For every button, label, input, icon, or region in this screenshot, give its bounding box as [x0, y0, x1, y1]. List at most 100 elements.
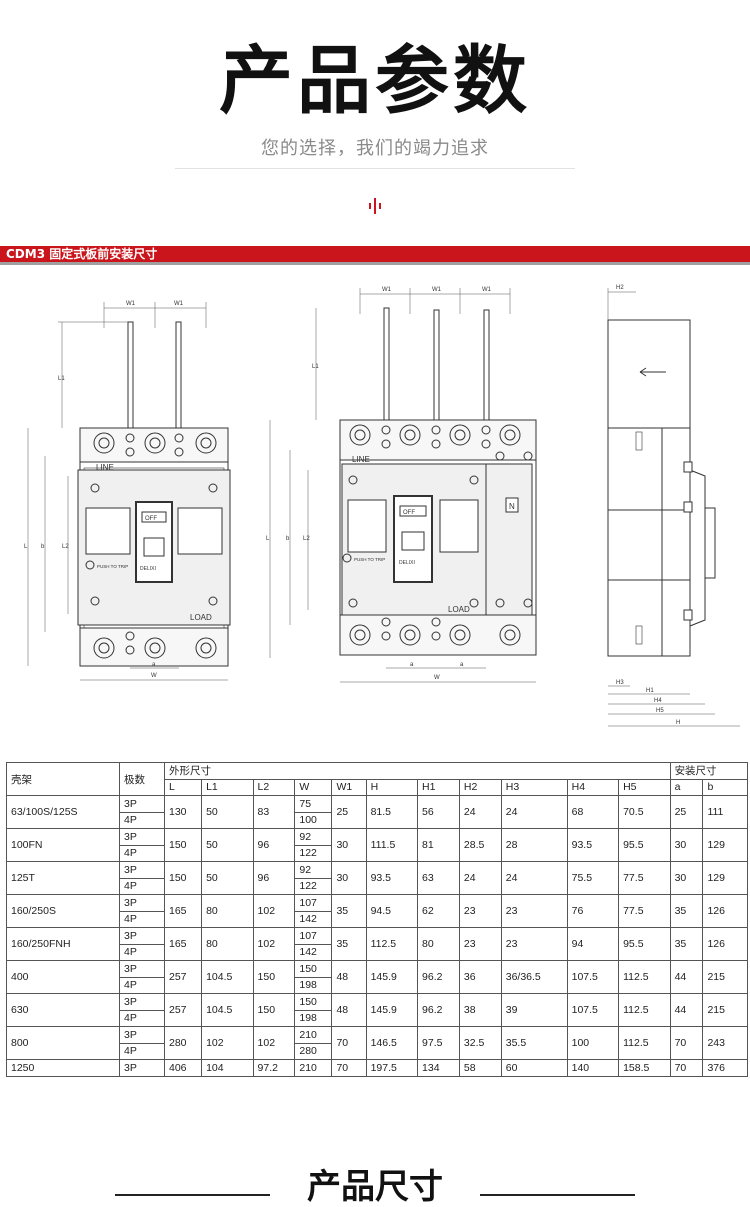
- header-poles: 极数: [119, 762, 165, 796]
- cell-poles: 3P: [119, 1059, 165, 1077]
- cell-h4: 76: [566, 894, 620, 928]
- cell-h5: 77.5: [618, 894, 671, 928]
- cell-h4: 68: [566, 795, 620, 829]
- cell-l2: 96: [252, 861, 296, 895]
- dim-h1-label: H1: [646, 688, 654, 694]
- cell-h4: 75.5: [566, 861, 620, 895]
- cell-frame: 800: [6, 1026, 120, 1060]
- cell-h1: 97.5: [417, 1026, 460, 1060]
- cell-b: 215: [702, 993, 748, 1027]
- dim-w1-label: W1: [126, 301, 136, 307]
- cell-l2: 102: [252, 1026, 296, 1060]
- section-header: CDM3 固定式板前安装尺寸: [0, 246, 750, 262]
- cell-h4: 100: [566, 1026, 620, 1060]
- cell-l: 150: [163, 828, 203, 862]
- dim-l-label: L: [266, 536, 270, 542]
- column-header: b: [702, 778, 748, 796]
- cell-h3: 24: [500, 861, 568, 895]
- brand-label: DELIXI: [399, 560, 415, 566]
- cell-poles: 4P: [119, 844, 165, 862]
- cell-l1: 50: [201, 828, 254, 862]
- cell-w1: 35: [331, 927, 367, 961]
- cell-poles: 4P: [119, 943, 165, 961]
- cell-b: 111: [702, 795, 748, 829]
- dim-a-label: a: [152, 662, 156, 668]
- cell-h1: 96.2: [417, 960, 460, 994]
- cell-h3: 36/36.5: [500, 960, 568, 994]
- cell-h1: 62: [417, 894, 460, 928]
- cell-h: 197.5: [365, 1059, 419, 1077]
- cell-l1: 80: [201, 894, 254, 928]
- cell-l2: 96: [252, 828, 296, 862]
- cell-l: 280: [163, 1026, 203, 1060]
- cell-a: 25: [669, 795, 704, 829]
- cell-a: 70: [669, 1026, 704, 1060]
- cell-h1: 80: [417, 927, 460, 961]
- cell-w: 107: [294, 894, 333, 912]
- cell-h5: 95.5: [618, 927, 671, 961]
- dim-w1-label: W1: [482, 287, 492, 293]
- cell-w: 150: [294, 960, 333, 978]
- cell-h: 81.5: [365, 795, 419, 829]
- cell-h3: 23: [500, 894, 568, 928]
- cell-w1: 48: [331, 960, 367, 994]
- cell-poles: 3P: [119, 894, 165, 912]
- cell-h5: 112.5: [618, 993, 671, 1027]
- dim-w-label: W: [434, 675, 440, 681]
- cell-w: 107: [294, 927, 333, 945]
- cell-h: 112.5: [365, 927, 419, 961]
- next-section-heading: 产品尺寸: [0, 1170, 750, 1204]
- dim-a-label: a: [460, 662, 464, 668]
- cell-h5: 70.5: [618, 795, 671, 829]
- cell-h5: 77.5: [618, 861, 671, 895]
- dim-h-label: H: [676, 720, 680, 726]
- cell-b: 129: [702, 861, 748, 895]
- neutral-pole-label: N: [509, 502, 515, 511]
- header-outline: 外形尺寸: [164, 762, 671, 780]
- column-header: H5: [618, 778, 671, 796]
- column-header: W: [294, 778, 333, 796]
- cell-w: 75: [294, 795, 333, 813]
- cell-b: 126: [702, 927, 748, 961]
- cell-poles: 4P: [119, 877, 165, 895]
- cell-h5: 112.5: [618, 960, 671, 994]
- cell-l2: 150: [252, 960, 296, 994]
- cell-a: 35: [669, 894, 704, 928]
- cell-poles: 3P: [119, 927, 165, 945]
- cell-w: 142: [294, 910, 333, 928]
- cell-h4: 140: [566, 1059, 620, 1077]
- cell-l: 165: [163, 894, 203, 928]
- cell-l: 165: [163, 927, 203, 961]
- dim-w-label: W: [151, 673, 157, 679]
- dim-h3-label: H3: [616, 680, 624, 686]
- cell-a: 35: [669, 927, 704, 961]
- cell-w1: 48: [331, 993, 367, 1027]
- cell-a: 44: [669, 993, 704, 1027]
- dim-h5-label: H5: [656, 708, 664, 714]
- column-header: H4: [566, 778, 620, 796]
- cell-frame: 63/100S/125S: [6, 795, 120, 829]
- column-header: H: [365, 778, 419, 796]
- cell-h3: 28: [500, 828, 568, 862]
- cell-w1: 25: [331, 795, 367, 829]
- dim-l1-label: L1: [58, 376, 65, 382]
- column-header: L1: [201, 778, 254, 796]
- dim-w1-label: W1: [432, 287, 442, 293]
- column-header: H1: [417, 778, 460, 796]
- cell-l2: 97.2: [252, 1059, 296, 1077]
- section-header-rule: [0, 262, 750, 265]
- cell-frame: 630: [6, 993, 120, 1027]
- cell-w: 122: [294, 844, 333, 862]
- heading-rule-left: [115, 1194, 270, 1196]
- column-header: L2: [252, 778, 296, 796]
- cell-poles: 4P: [119, 976, 165, 994]
- cell-w1: 30: [331, 861, 367, 895]
- decorative-mark-icon: [369, 198, 381, 214]
- cell-w1: 70: [331, 1059, 367, 1077]
- cell-h2: 23: [458, 894, 502, 928]
